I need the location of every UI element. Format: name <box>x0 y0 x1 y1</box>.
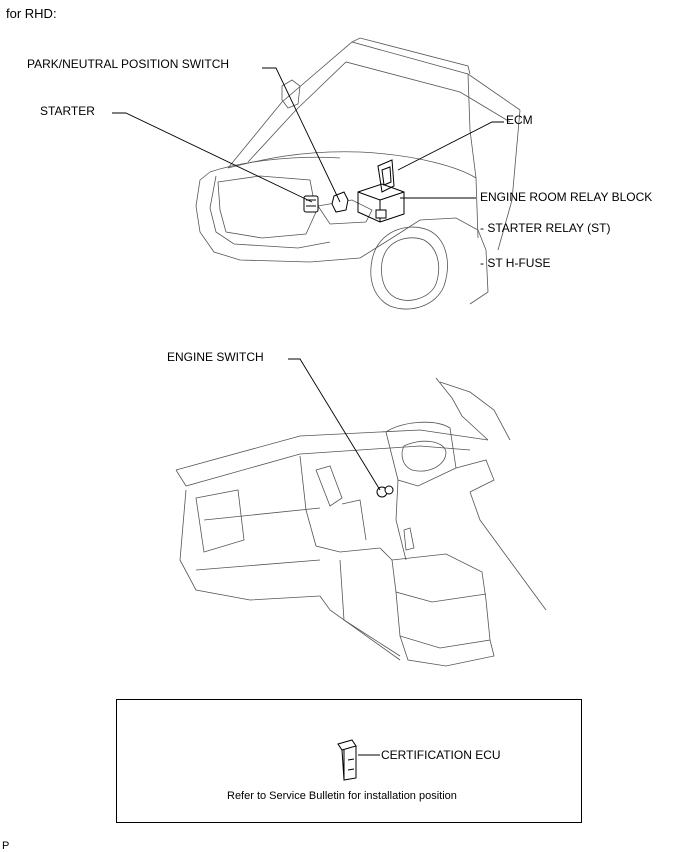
page-title: for RHD: <box>6 6 57 21</box>
relay-block-drawing <box>357 183 405 223</box>
starter-label: STARTER <box>40 104 95 118</box>
certification-ecu-drawing <box>337 739 357 781</box>
leader-lines-top <box>112 67 504 203</box>
relay-block-label: ENGINE ROOM RELAY BLOCK <box>480 190 653 204</box>
st-hfuse-label: - ST H-FUSE <box>480 256 551 270</box>
dashboard-drawing <box>175 377 547 667</box>
leader-lines-middle <box>288 358 381 491</box>
ecm-label: ECM <box>506 113 533 127</box>
ecm-drawing <box>377 159 395 193</box>
engine-switch-label: ENGINE SWITCH <box>167 350 264 364</box>
installation-note: Refer to Service Bulletin for installati… <box>227 790 457 802</box>
starter-relay-label: - STARTER RELAY (ST) <box>480 221 611 235</box>
starter-drawing <box>303 195 319 213</box>
park-neutral-switch-label: PARK/NEUTRAL POSITION SWITCH <box>27 57 230 71</box>
certification-ecu-label: CERTIFICATION ECU <box>381 748 501 762</box>
engine-switch-drawing <box>376 485 394 498</box>
vehicle-front-drawing <box>195 37 521 310</box>
certification-ecu-inset <box>116 699 582 823</box>
footer-code: P <box>2 840 10 852</box>
